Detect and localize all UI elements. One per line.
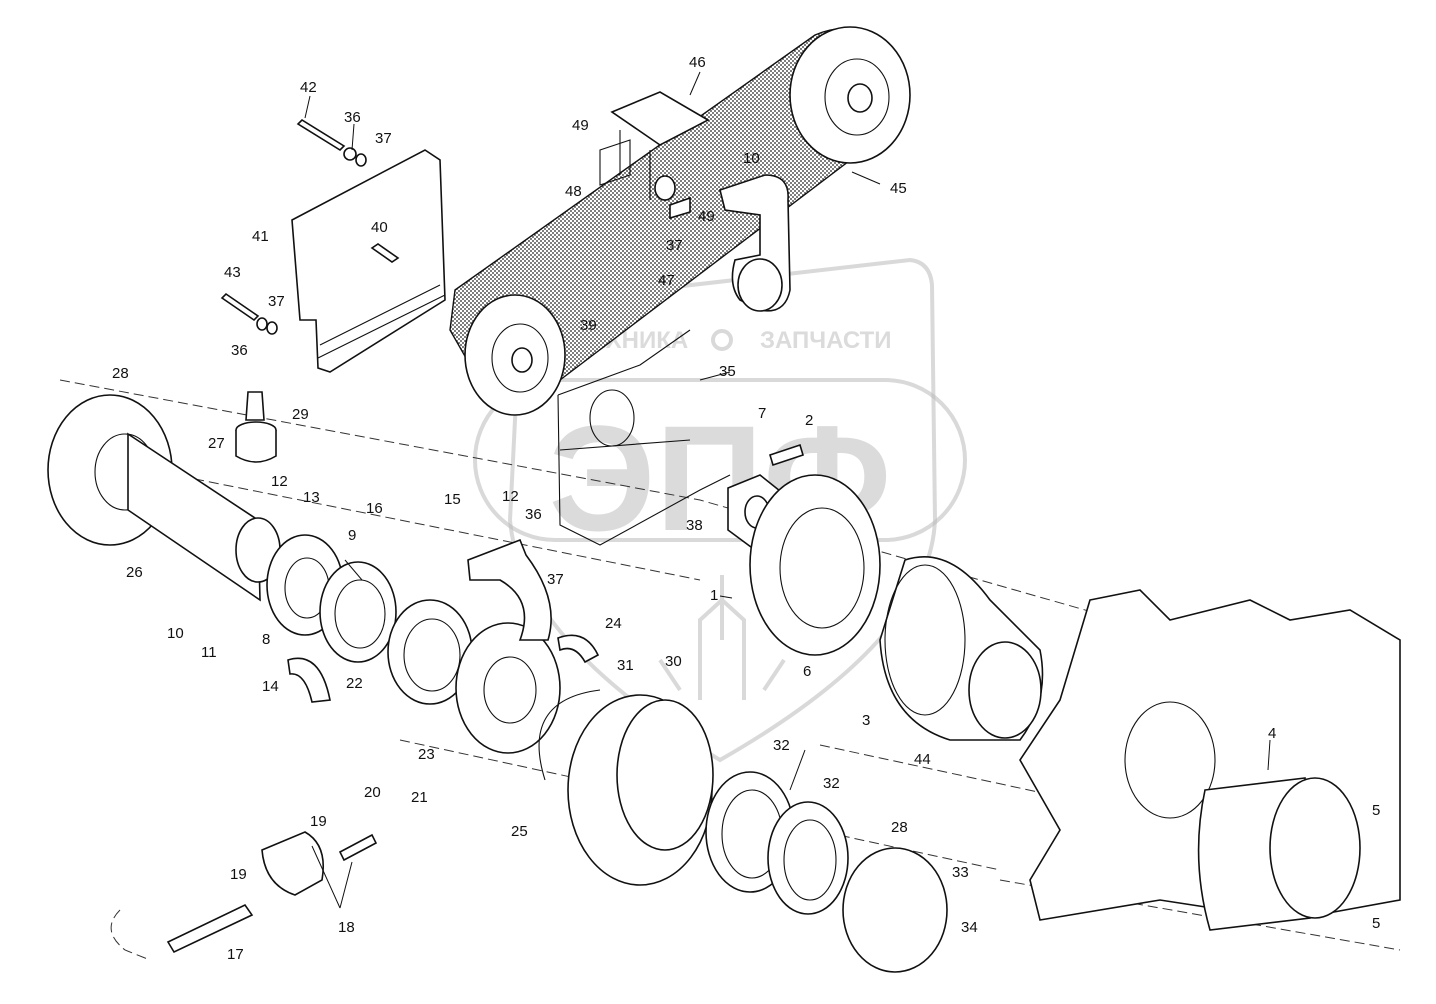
shaft-assembly: [47, 391, 281, 602]
callout-45: 45: [890, 180, 907, 197]
callout-34: 34: [961, 919, 978, 936]
callout-25: 25: [511, 823, 528, 840]
callout-6: 6: [803, 663, 811, 680]
callout-28b: 28: [891, 819, 908, 836]
belt-drive-assembly: [449, 26, 911, 416]
leader-lines: [304, 71, 1271, 909]
callouts: 1 2 3 4 5 5 6 7 8 9 10 10 11 12 12 13 14…: [112, 54, 1380, 963]
cover-18: [261, 831, 324, 896]
callout-20: 20: [364, 784, 381, 801]
bolt-2: [769, 443, 804, 467]
callout-24: 24: [605, 615, 622, 632]
callout-9: 9: [348, 527, 356, 544]
callout-21: 21: [411, 789, 428, 806]
cover-33: [842, 847, 948, 973]
seal-9: [319, 561, 397, 663]
callout-35: 35: [719, 363, 736, 380]
ring-31: [538, 689, 601, 781]
callout-37b: 37: [268, 293, 285, 310]
callout-19a: 19: [310, 813, 327, 830]
callout-32b: 32: [823, 775, 840, 792]
hub-assembly: [749, 474, 1044, 741]
callout-36a: 36: [344, 109, 361, 126]
callout-42: 42: [300, 79, 317, 96]
shoe-14: [287, 657, 331, 703]
callout-33: 33: [952, 864, 969, 881]
callout-10a: 10: [167, 625, 184, 642]
segment-block: [467, 538, 552, 641]
callout-2: 2: [805, 412, 813, 429]
callout-29: 29: [292, 406, 309, 423]
callout-49b: 49: [698, 208, 715, 225]
bottom-shaft-assembly: [166, 831, 378, 954]
callout-16: 16: [366, 500, 383, 517]
callout-23: 23: [418, 746, 435, 763]
callout-22: 22: [346, 675, 363, 692]
mounting-bracket: [610, 91, 710, 146]
callout-41: 41: [252, 228, 269, 245]
callout-43: 43: [224, 264, 241, 281]
shaft-17: [166, 903, 254, 954]
ring-gear-stack: [705, 771, 948, 973]
callout-14: 14: [262, 678, 279, 695]
callout-36c: 36: [525, 506, 542, 523]
callout-4: 4: [1268, 725, 1276, 742]
callout-28a: 28: [112, 365, 129, 382]
shoe-24: [557, 634, 600, 664]
cover-plate-assembly: [220, 118, 446, 373]
callout-30: 30: [665, 653, 682, 670]
callout-32a: 32: [773, 737, 790, 754]
callout-39: 39: [580, 317, 597, 334]
watermark-frame: [473, 378, 967, 542]
callout-5b: 5: [1372, 915, 1380, 932]
callout-48: 48: [565, 183, 582, 200]
callout-37a: 37: [375, 130, 392, 147]
callout-19b: 19: [230, 866, 247, 883]
bolt-40: [370, 243, 400, 263]
callout-40: 40: [371, 219, 388, 236]
ring-gear-32b: [767, 801, 849, 915]
frame-assembly: [1019, 589, 1401, 931]
callout-13: 13: [303, 489, 320, 506]
callout-44: 44: [914, 751, 931, 768]
callout-10b: 10: [743, 150, 760, 167]
watermark-gear-icon: [711, 329, 733, 351]
shaft: [127, 432, 261, 602]
pin-42: [296, 118, 346, 152]
callout-47: 47: [658, 272, 675, 289]
guard-frame: [557, 329, 731, 546]
bolt-20: [338, 833, 378, 862]
callout-18: 18: [338, 919, 355, 936]
callout-36b: 36: [231, 342, 248, 359]
callout-15: 15: [444, 491, 461, 508]
callout-8: 8: [262, 631, 270, 648]
callout-7: 7: [758, 405, 766, 422]
callout-37d: 37: [547, 571, 564, 588]
callout-3: 3: [862, 712, 870, 729]
pin-43: [220, 292, 260, 322]
cover-plate: [291, 149, 446, 373]
callout-49a: 49: [572, 117, 589, 134]
watermark-brand-right: ЗАПЧАСТИ: [760, 327, 892, 354]
callout-5a: 5: [1372, 802, 1380, 819]
callout-11: 11: [201, 644, 217, 661]
callout-1: 1: [710, 587, 718, 604]
seal-stack: [266, 534, 600, 754]
callout-12b: 12: [502, 488, 519, 505]
callout-17: 17: [227, 946, 244, 963]
callout-38: 38: [686, 517, 703, 534]
callout-31: 31: [617, 657, 634, 674]
callout-12a: 12: [271, 473, 288, 490]
callout-26: 26: [126, 564, 143, 581]
drum-assembly: [538, 689, 714, 886]
callout-37c: 37: [666, 237, 683, 254]
callout-27: 27: [208, 435, 225, 452]
big-flange-1: [749, 474, 881, 656]
watermark-wheat-icon: [658, 575, 786, 700]
callout-46: 46: [689, 54, 706, 71]
flange-23: [455, 622, 561, 754]
